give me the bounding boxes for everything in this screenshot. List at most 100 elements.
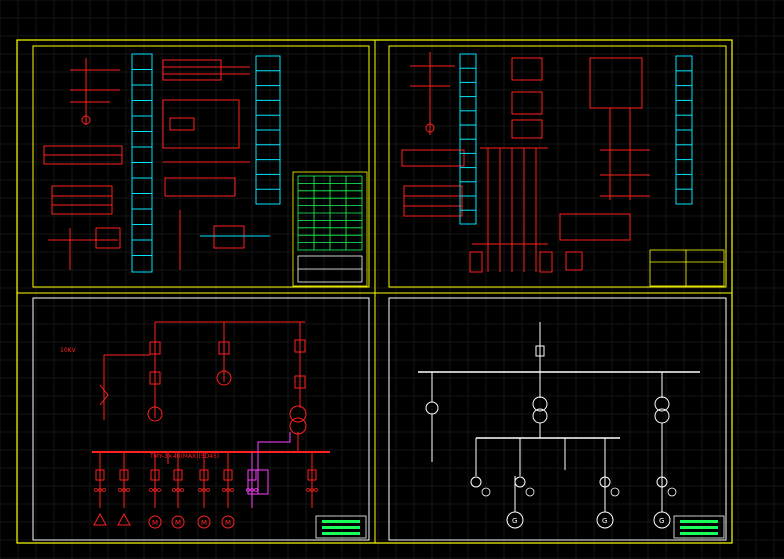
sheet3-pt-symbol-2 [216,370,232,386]
sheet2-title-block [649,249,725,287]
sheet4-logo-bar [680,520,718,523]
sheet3-ct-symbol [176,488,180,492]
sheet3-transformer-winding-1 [289,405,307,423]
sheet3-ct-symbol [180,488,184,492]
sheet3-motor-label: M [175,519,181,527]
sheet3-motor-circle [221,515,235,529]
sheet4-generator-label: G [512,517,517,525]
sheet3-feeder-breaker [119,469,129,481]
sheet4-meter-symbol [481,487,491,497]
sheet4-logo-bar [680,532,718,535]
sheet3-title-block-frame [315,515,367,539]
sheet2-control-schematic [401,52,650,273]
sheet1-coil-box [162,59,222,81]
sheet2-control-loop [589,57,643,109]
sheet3-motor-circle [197,515,211,529]
sheet3-transformer-winding-2 [289,417,307,435]
sheet3-feeder-breaker [247,469,257,481]
sheet3-ct-symbol [222,488,226,492]
sheet3-pt-symbol [147,406,163,422]
sheet3-ct-symbol [202,488,206,492]
sheet3-feeder-breaker [199,469,209,481]
sheet4-meter-symbol [525,487,535,497]
sheet1-control-schematic [43,58,270,270]
sheet3-ct-symbol [314,488,318,492]
sheet3-ct-symbol [98,488,102,492]
sheet3-motor-circle [171,515,185,529]
sheet3-grounding-path [257,432,291,494]
sheet3-ct-symbol [157,488,161,492]
sheet3-ct-symbol [246,488,250,492]
sheet3-ct-symbol [172,488,176,492]
sheet4-generator-circle [653,511,671,529]
sheet2-motor-loop [559,213,631,241]
sheet1-title-block [292,171,368,287]
sheet3-ct-symbol [94,488,98,492]
sheet3-grounding-box [247,469,269,495]
sheet4-ct-symbol [470,476,482,488]
sheet4-generator-circle [596,511,614,529]
sheet4-incoming-breaker [535,345,545,357]
sheet4-meter-symbol [610,487,620,497]
sheet3-feeder-breaker [307,469,317,481]
sheet2-title-block-frame [649,249,725,287]
sheet3-ct-symbol [230,488,234,492]
sheet4-single-line-diagram [418,322,700,476]
sheet4-meter-symbol [667,487,677,497]
sheet2-contactor-c [511,119,543,139]
sheet2-fuse [469,251,483,273]
sheet3-ct-symbol [226,488,230,492]
sheet4-generator-label: G [602,517,607,525]
sheet1-timer-box [164,177,236,197]
sheet1-control-loop [162,99,240,149]
sheet1-coil [169,117,195,131]
sheet1-transformer-box [213,225,245,249]
sheet3-grounding-loop [247,432,291,495]
sheet2-strip-a-ticks [460,67,476,211]
sheet2-strip-b-ticks [676,70,692,190]
sheet3-breaker-a [149,341,161,355]
sheet3-feeder-breaker [150,469,160,481]
sheet1-fuse-box [95,227,121,249]
sheet4-generator-label: G [659,517,664,525]
sheet2-lamp-symbol [425,123,435,133]
sheet3-breaker-d [294,339,306,353]
sheet1-table-lines [298,176,362,250]
sheet3-feeder-breaker [223,469,233,481]
sheet2-fuse [539,251,553,273]
sheet3-breaker-e [294,375,306,389]
sheet3-ct-symbol [102,488,106,492]
sheet3-ct-symbol [198,488,202,492]
sheet3-ct-symbol [122,488,126,492]
sheet3-ct-symbol [250,488,254,492]
sheet3-ct-symbol [306,488,310,492]
sheet2-terminal-strips [459,53,693,225]
sheet1-border [32,45,370,288]
sheet2-terminal-block [401,149,465,167]
sheet3-load-triangle [93,512,107,526]
sheet3-logo-bar [322,520,360,523]
sheet1-strip-b-ticks [256,70,280,190]
sheet3-ct-symbol [126,488,130,492]
sheet2-relay-group [403,185,463,217]
sheet3-ct-symbol [153,488,157,492]
sheet3-breaker-c [218,341,230,355]
sheet3-feeder-breaker [173,469,183,481]
sheet4-logo-bar [680,526,718,529]
sheet3-feeder-breaker [95,469,105,481]
sheet-frames [16,39,733,544]
sheet1-relay-group [51,185,113,215]
sheet4-transformer-b-w1 [654,396,670,412]
sheet3-incoming-label: 10KV [60,347,77,354]
sheet2-relay-box [565,251,583,271]
sheet3-motor-label: M [225,519,231,527]
sheet3-motor-label: M [152,519,158,527]
sheet3-logo-bar [322,532,360,535]
sheet1-lamp-symbol [81,115,91,125]
sheet3-surge-arrester [99,384,109,406]
sheet2-contactor-a [511,57,543,81]
sheet1-title-block-frame [292,171,368,287]
sheet1-terminal-strips [131,53,281,273]
